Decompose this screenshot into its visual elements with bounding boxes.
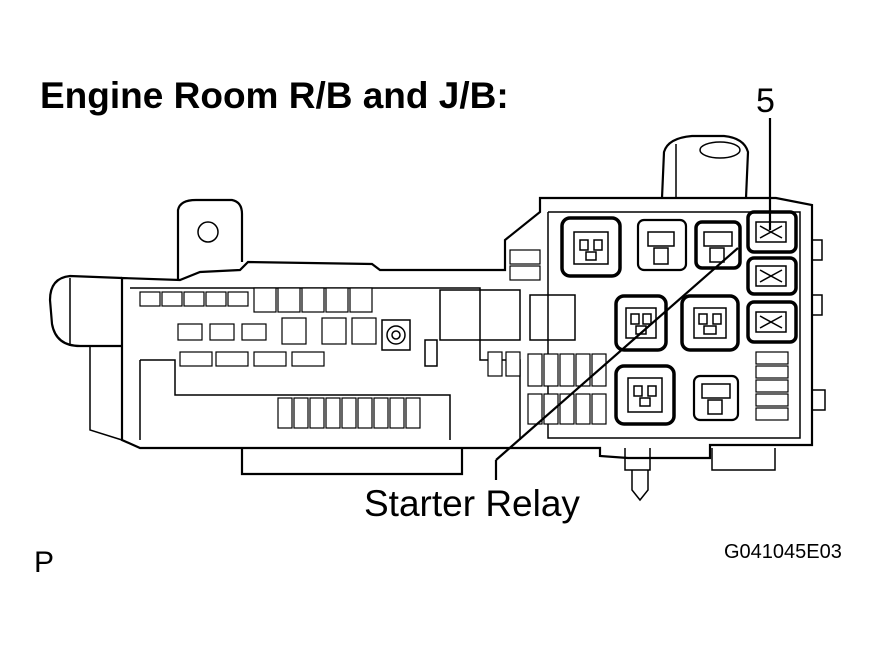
relay-large-3	[680, 294, 740, 352]
mounting-hole-icon	[197, 221, 219, 243]
fuse-row-middle	[177, 317, 377, 367]
figure-id-label: G041045E03	[724, 541, 842, 563]
relay-large-1	[560, 216, 622, 278]
corner-letter-p: P	[34, 546, 54, 579]
starter-relay-label: Starter Relay	[364, 483, 580, 524]
fuse-row-top	[139, 287, 373, 313]
relay-large-2	[614, 294, 668, 352]
bolt-icon	[386, 325, 406, 345]
relay-large-4	[614, 364, 676, 426]
fuse-row-bottom	[277, 397, 421, 429]
starter-relay-leader-line	[495, 247, 739, 461]
relay-small-1	[636, 218, 688, 272]
diagram-title: Engine Room R/B and J/B:	[40, 75, 509, 116]
relay-small-3	[692, 374, 740, 422]
fuse-grid-right	[487, 249, 789, 425]
relay-small-2	[694, 220, 742, 270]
relay-column-right	[746, 210, 798, 344]
junction-block-housing	[48, 134, 826, 502]
callout-number-5: 5	[756, 82, 775, 120]
